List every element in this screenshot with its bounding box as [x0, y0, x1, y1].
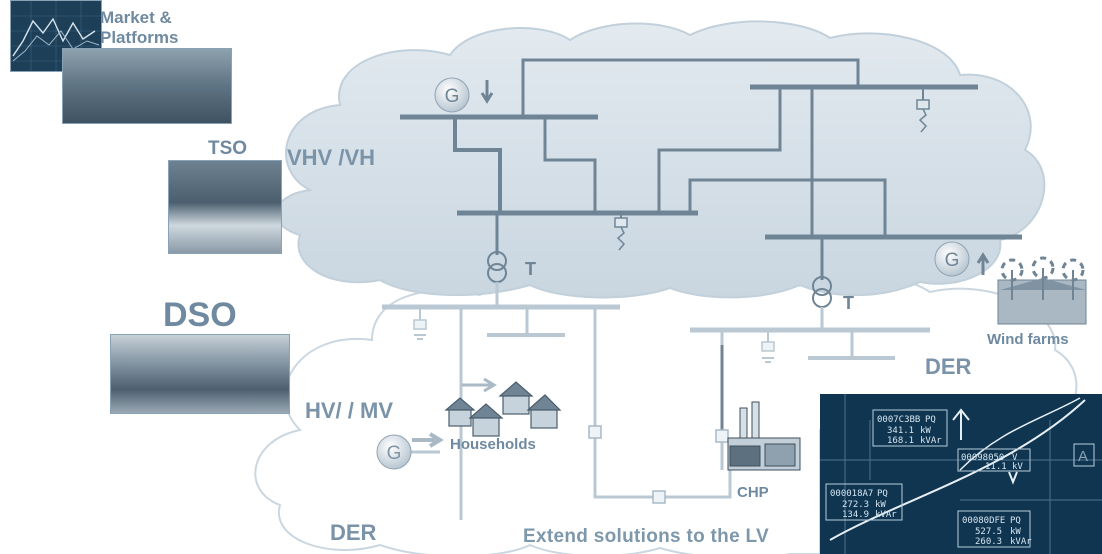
- hvmv-region-label: HV/ / MV: [305, 398, 393, 424]
- scada-v2-4: 260.3: [975, 537, 1002, 547]
- generator-symbol-vhv: G: [445, 86, 460, 107]
- market-label-line2: Platforms: [100, 28, 178, 48]
- dso-control-room-photo: [110, 334, 290, 414]
- scada-type-4: PQ: [1010, 516, 1021, 526]
- extend-solutions-label: Extend solutions to the LV: [523, 526, 769, 548]
- scada-id-1: 0007C3BB: [877, 415, 920, 425]
- tso-control-room-photo: [168, 160, 282, 254]
- scada-u2-4: kVAr: [1010, 537, 1032, 547]
- generator-symbol-der: G: [387, 443, 402, 464]
- households-label: Households: [450, 436, 536, 453]
- scada-u1-4: kW: [1010, 527, 1021, 537]
- scada-v2-3: 134.9: [842, 510, 869, 520]
- market-platforms-label: Market & Platforms: [100, 8, 178, 48]
- scada-u1-1: kW: [920, 426, 931, 436]
- scada-v1-3: 272.3: [842, 500, 869, 510]
- scada-v2-1: 168.1: [887, 436, 914, 446]
- scada-side-letter: A: [1078, 448, 1088, 465]
- scada-u2-1: kVAr: [920, 436, 942, 446]
- scada-u1-2: kV: [1012, 462, 1023, 472]
- scada-type-1: PQ: [925, 415, 936, 425]
- transformer-symbol-left: T: [525, 259, 536, 279]
- scada-v1-4: 527.5: [975, 527, 1002, 537]
- trading-floor-photo: [62, 48, 232, 124]
- scada-type-3: PQ: [877, 489, 888, 499]
- der-right-label: DER: [925, 354, 971, 380]
- scada-panel: 0007C3BB PQ 341.1 kW 168.1 kVAr 00098050…: [820, 394, 1102, 554]
- generator-symbol-wind: G: [945, 250, 960, 271]
- tso-label: TSO: [208, 138, 247, 160]
- scada-id-3: 000018A7: [830, 489, 873, 499]
- der-bottom-label: DER: [330, 520, 376, 546]
- scada-u1-3: kW: [875, 500, 886, 510]
- scada-u2-3: kVAr: [875, 510, 897, 520]
- scada-id-4: 00080DFE: [962, 516, 1005, 526]
- market-label-line1: Market &: [100, 8, 178, 28]
- wind-farm-icon: [998, 258, 1086, 324]
- scada-v1-2: 11.1: [985, 462, 1007, 472]
- wind-farms-label: Wind farms: [987, 331, 1069, 348]
- dso-label: DSO: [163, 296, 237, 335]
- transformer-symbol-right: T: [843, 293, 854, 313]
- chp-label: CHP: [737, 484, 769, 501]
- scada-v1-1: 341.1: [887, 426, 914, 436]
- vhv-region-label: VHV /VH: [287, 145, 375, 171]
